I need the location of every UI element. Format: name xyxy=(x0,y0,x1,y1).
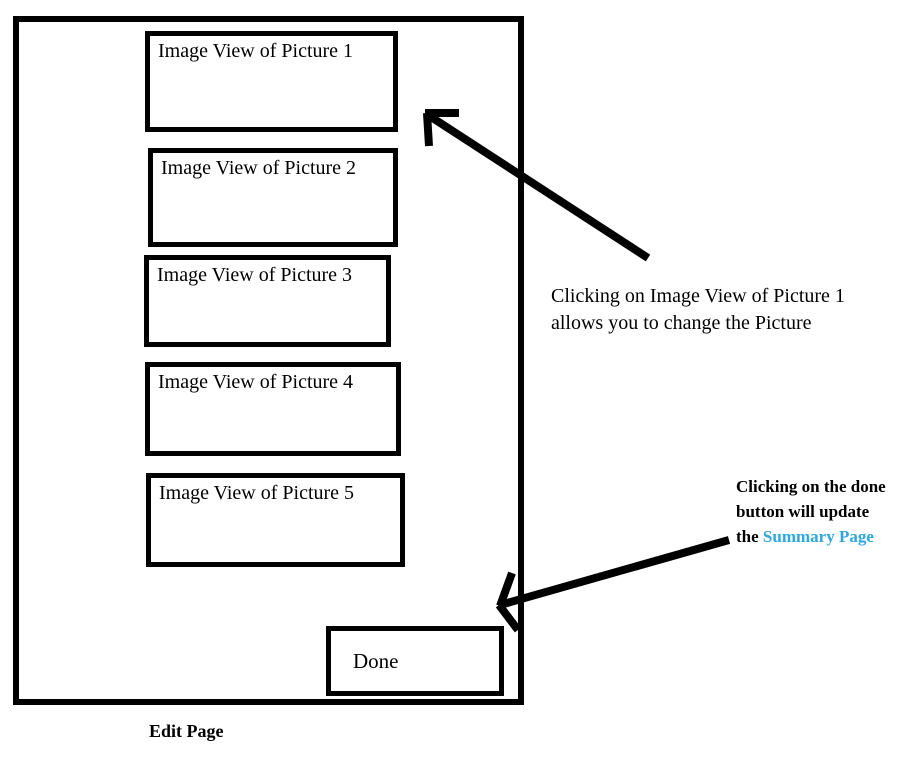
picture-box-3[interactable]: Image View of Picture 3 xyxy=(144,255,391,347)
picture-box-2[interactable]: Image View of Picture 2 xyxy=(148,148,398,247)
page-title-caption: Edit Page xyxy=(149,721,224,741)
picture-box-4[interactable]: Image View of Picture 4 xyxy=(145,362,401,456)
annotation-picture-note-line1: Clicking on Image View of Picture 1 xyxy=(551,285,845,307)
annotation-picture-note: Clicking on Image View of Picture 1 allo… xyxy=(551,283,911,337)
picture-box-1-label: Image View of Picture 1 xyxy=(158,40,354,62)
annotation-done-note-line1: Clicking on the done xyxy=(736,477,886,496)
picture-box-1[interactable]: Image View of Picture 1 xyxy=(145,31,398,132)
summary-page-link[interactable]: Summary Page xyxy=(762,527,874,546)
annotation-done-note: Clicking on the done button will update … xyxy=(736,474,923,549)
annotation-done-note-line3: the Summary Page xyxy=(736,524,923,549)
arrow-to-done-button-shaft xyxy=(498,536,731,609)
arrow-to-done-button xyxy=(495,536,731,633)
picture-box-5[interactable]: Image View of Picture 5 xyxy=(146,473,405,567)
picture-box-2-label: Image View of Picture 2 xyxy=(161,157,357,179)
picture-box-4-label: Image View of Picture 4 xyxy=(158,371,354,393)
picture-box-5-label: Image View of Picture 5 xyxy=(159,482,355,504)
done-button-label: Done xyxy=(353,649,399,673)
done-button[interactable]: Done xyxy=(326,626,504,696)
picture-box-3-label: Image View of Picture 3 xyxy=(157,264,353,286)
annotation-done-note-line2: button will update xyxy=(736,502,870,521)
annotation-picture-note-line2: allows you to change the Picture xyxy=(551,312,812,334)
annotation-done-note-prefix: the xyxy=(736,527,763,546)
